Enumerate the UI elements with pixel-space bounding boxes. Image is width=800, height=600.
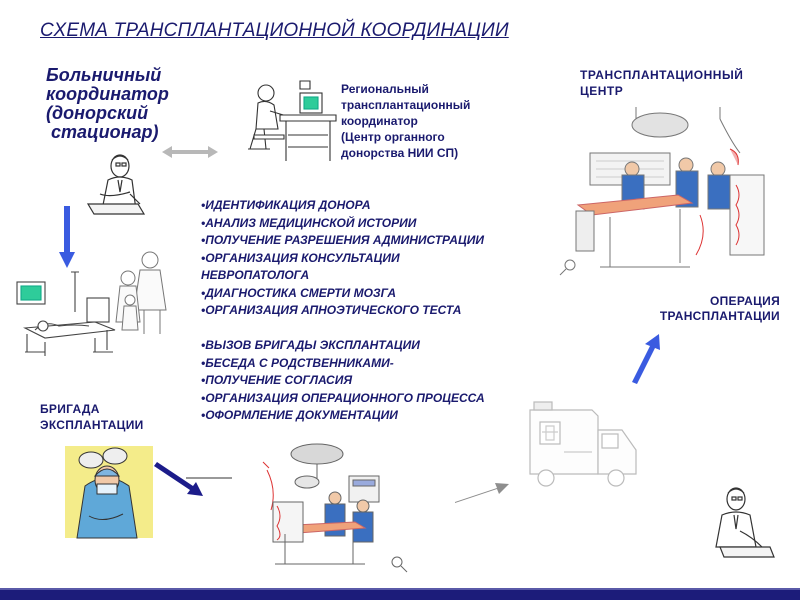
arrow-up-right-gray-icon — [455, 483, 509, 503]
doctor-writing-icon — [715, 487, 775, 558]
regional-coordinator-line3: координатор — [341, 114, 418, 128]
hospital-coordinator-line3: (донорский — [46, 103, 149, 123]
task-item: •ОФОРМЛЕНИЕ ДОКУМЕНТАЦИИ — [201, 408, 398, 422]
operation-label: ОПЕРАЦИЯ ТРАНСПЛАНТАЦИИ — [600, 294, 780, 324]
task-item: НЕВРОПАТОЛОГА — [201, 268, 310, 282]
bottom-bar — [0, 590, 800, 600]
operation-line2: ТРАНСПЛАНТАЦИИ — [659, 309, 780, 323]
family-icon — [115, 251, 167, 334]
page-title: СХЕМА ТРАНСПЛАНТАЦИОННОЙ КООРДИНАЦИИ — [40, 20, 509, 41]
brigade-line1: БРИГАДА — [40, 402, 100, 416]
hospital-coordinator-line2: координатор — [46, 84, 169, 104]
regional-coordinator-line1: Региональный — [341, 82, 429, 96]
arrow-down-icon — [59, 206, 75, 268]
task-item: •ИДЕНТИФИКАЦИЯ ДОНОРА — [201, 198, 371, 212]
regional-coordinator-line2: трансплантационный — [341, 98, 471, 112]
transplant-center-label: ТРАНСПЛАНТАЦИОННЫЙ ЦЕНТР — [580, 67, 743, 99]
arrow-up-right-blue-icon — [632, 334, 660, 384]
task-item: •ПОЛУЧЕНИЕ РАЗРЕШЕНИЯ АДМИНИСТРАЦИИ — [201, 233, 484, 247]
task-item: •ВЫЗОВ БРИГАДЫ ЭКСПЛАНТАЦИИ — [201, 338, 420, 352]
task-item: •БЕСЕДА С РОДСТВЕННИКАМИ- — [201, 355, 394, 370]
task-item: •ОРГАНИЗАЦИЯ КОНСУЛЬТАЦИИ — [201, 250, 400, 265]
task-item: •ДИАГНОСТИКА СМЕРТИ МОЗГА — [201, 285, 397, 300]
operating-room-icon — [262, 443, 408, 573]
hospital-bed-icon — [16, 271, 116, 356]
tasks-list-1: •ИДЕНТИФИКАЦИЯ ДОНОРА •АНАЛИЗ МЕДИЦИНСКО… — [201, 197, 521, 320]
brigade-line2: ЭКСПЛАНТАЦИИ — [40, 418, 144, 432]
transplant-center-line2: ЦЕНТР — [580, 84, 624, 98]
transplant-center-line1: ТРАНСПЛАНТАЦИОННЫЙ — [580, 68, 744, 82]
tasks-list-2: •ВЫЗОВ БРИГАДЫ ЭКСПЛАНТАЦИИ •БЕСЕДА С РО… — [201, 337, 521, 425]
hospital-coordinator-label: Больничный координатор (донорский стацио… — [46, 66, 169, 142]
regional-coordinator-line5: донорства НИИ СП) — [341, 146, 459, 160]
regional-coordinator-line4: (Центр органного — [341, 130, 445, 144]
ambulance-icon — [529, 401, 637, 487]
double-arrow-icon — [162, 146, 218, 158]
surgeon-icon — [65, 446, 153, 539]
task-item: •ПОЛУЧЕНИЕ СОГЛАСИЯ — [201, 373, 353, 387]
hospital-coordinator-line1: Больничный — [46, 65, 162, 85]
task-item: •ОРГАНИЗАЦИЯ АПНОЭТИЧЕСКОГО ТЕСТА — [201, 303, 462, 317]
task-item: •АНАЛИЗ МЕДИЦИНСКОЙ ИСТОРИИ — [201, 215, 417, 230]
person-at-computer-icon — [248, 80, 337, 161]
bottom-bar-accent — [0, 588, 800, 590]
underline-rule — [186, 477, 232, 479]
regional-coordinator-label: Региональный трансплантационный координа… — [341, 81, 541, 161]
operation-line1: ОПЕРАЦИЯ — [710, 294, 780, 308]
doctor-writing-icon — [86, 154, 146, 215]
transplant-room-icon — [559, 107, 765, 276]
brigade-label: БРИГАДА ЭКСПЛАНТАЦИИ — [40, 401, 144, 433]
hospital-coordinator-line4: стационар) — [46, 122, 159, 142]
task-item: •ОРГАНИЗАЦИЯ ОПЕРАЦИОННОГО ПРОЦЕССА — [201, 390, 485, 405]
arrow-diagonal-down-icon — [154, 462, 203, 496]
